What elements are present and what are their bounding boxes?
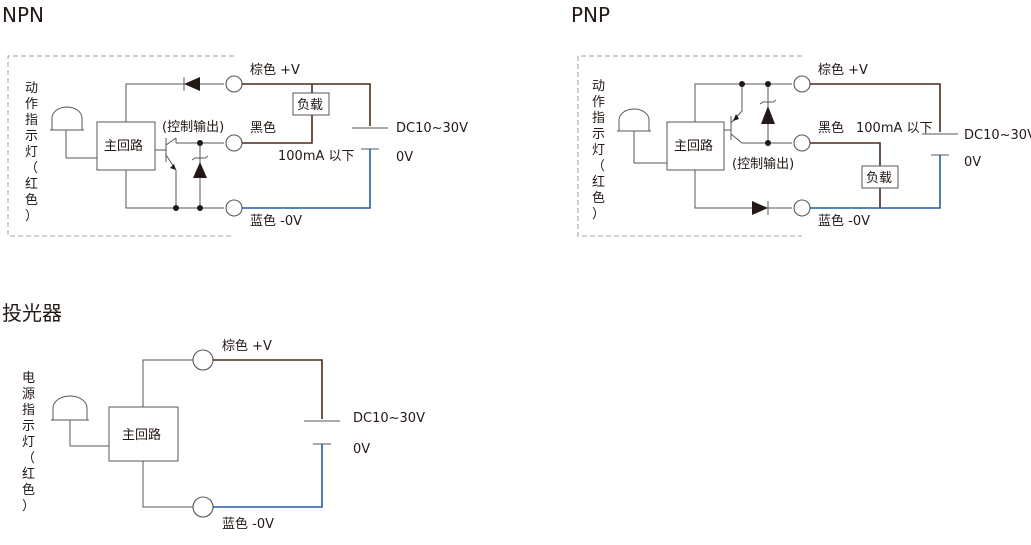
svg-text:示: 示 <box>592 127 605 142</box>
emitter-blue-wire <box>213 444 323 508</box>
emitter-brown-label: 棕色 +V <box>222 338 272 354</box>
npn-indicator-lamp-icon <box>50 106 97 159</box>
svg-text:）: ） <box>592 207 605 222</box>
svg-text:红: 红 <box>592 174 605 190</box>
pnp-housing-outline <box>577 55 802 237</box>
npn-dc-label: DC10~30V <box>396 121 468 136</box>
svg-text:示: 示 <box>25 129 38 144</box>
svg-text:电: 电 <box>22 371 35 386</box>
emitter-terminal-brown <box>192 349 214 371</box>
svg-text:作: 作 <box>592 95 605 110</box>
pnp-current-label: 100mA 以下 <box>856 121 933 136</box>
pnp-black-wire <box>810 142 881 208</box>
npn-diagram: NPN 动 作 指 示 灯 （ 红 色 ） 主回路 <box>2 3 468 237</box>
npn-brown-wire <box>242 83 371 126</box>
npn-load-box <box>292 92 330 116</box>
npn-blue-wire <box>242 149 371 209</box>
pnp-dc-label: DC10~30V <box>964 128 1031 143</box>
pnp-main-circuit-box <box>666 121 725 171</box>
npn-control-output-label: (控制输出) <box>162 119 224 135</box>
svg-text:灯: 灯 <box>22 435 35 450</box>
npn-blue-label: 蓝色 -0V <box>250 213 302 229</box>
pnp-title: PNP <box>571 3 610 27</box>
pnp-zener-icon <box>759 84 777 143</box>
svg-text:）: ） <box>25 209 38 224</box>
svg-text:）: ） <box>22 499 35 514</box>
emitter-terminal-blue <box>192 496 214 518</box>
pnp-terminal-blue <box>793 199 811 217</box>
npn-zero-label: 0V <box>396 150 413 165</box>
svg-text:动: 动 <box>592 79 605 94</box>
svg-text:（: （ <box>22 451 35 466</box>
svg-text:示: 示 <box>22 419 35 434</box>
emitter-main-circuit-box <box>108 406 179 462</box>
pnp-blue-wire <box>810 155 941 209</box>
pnp-indicator-label: 动 作 指 示 灯 （ 红 色 ） <box>592 79 605 222</box>
svg-text:（: （ <box>25 161 38 176</box>
svg-text:色: 色 <box>592 190 605 206</box>
emitter-indicator-lamp-icon <box>51 395 109 447</box>
pnp-brown-label: 棕色 +V <box>818 62 868 78</box>
emitter-title: 投光器 <box>2 301 62 325</box>
pnp-brown-wire <box>810 83 941 132</box>
svg-text:色: 色 <box>25 192 38 208</box>
npn-load-label: 负载 <box>297 98 323 113</box>
svg-text:动: 动 <box>25 81 38 96</box>
pnp-terminal-brown <box>793 75 811 93</box>
svg-text:红: 红 <box>25 176 38 192</box>
svg-text:指: 指 <box>22 403 35 418</box>
npn-black-wire <box>242 84 313 144</box>
pnp-load-box <box>861 165 899 189</box>
pnp-black-label: 黑色 <box>818 120 844 136</box>
pnp-transistor-icon <box>730 84 792 144</box>
npn-main-circuit-label: 主回路 <box>104 138 143 154</box>
pnp-main-circuit-label: 主回路 <box>674 138 713 154</box>
npn-terminal-brown <box>225 75 243 93</box>
npn-transistor-icon <box>165 137 200 208</box>
emitter-dc-label: DC10~30V <box>353 411 425 426</box>
pnp-blue-label: 蓝色 -0V <box>818 213 870 229</box>
emitter-diagram: 投光器 电 源 指 示 灯 （ 红 色 ） 主回路 棕色 +V DC <box>2 301 425 532</box>
svg-text:作: 作 <box>25 97 38 112</box>
npn-indicator-label: 动 作 指 示 灯 （ 红 色 ） <box>25 81 38 224</box>
svg-text:（: （ <box>592 159 605 174</box>
npn-current-label: 100mA 以下 <box>278 149 355 164</box>
emitter-brown-wire <box>213 359 323 419</box>
emitter-indicator-label: 电 源 指 示 灯 （ 红 色 ） <box>22 371 35 514</box>
pnp-terminal-black <box>793 134 811 152</box>
pnp-zero-label: 0V <box>964 155 981 170</box>
pnp-load-label: 负载 <box>866 171 892 186</box>
pnp-diagram: PNP 动 作 指 示 灯 （ 红 色 ） 主回路 <box>571 3 1031 237</box>
npn-zener-icon <box>191 143 209 208</box>
pnp-indicator-lamp-icon <box>617 108 667 164</box>
pnp-control-output-label: (控制输出) <box>732 156 794 172</box>
npn-brown-label: 棕色 +V <box>250 62 300 78</box>
svg-text:灯: 灯 <box>592 143 605 158</box>
npn-diode-wire <box>125 83 224 122</box>
npn-terminal-black <box>225 134 243 152</box>
emitter-zero-label: 0V <box>353 442 370 457</box>
svg-text:红: 红 <box>22 466 35 482</box>
emitter-main-circuit-label: 主回路 <box>122 427 161 443</box>
svg-text:色: 色 <box>22 482 35 498</box>
npn-black-label: 黑色 <box>250 120 276 136</box>
npn-title: NPN <box>2 3 44 27</box>
svg-text:灯: 灯 <box>25 145 38 160</box>
pnp-diode-icon <box>752 201 768 215</box>
npn-housing-outline <box>7 55 234 237</box>
svg-text:源: 源 <box>22 387 35 402</box>
emitter-blue-label: 蓝色 -0V <box>222 516 274 532</box>
npn-main-circuit-box <box>96 121 156 171</box>
svg-text:指: 指 <box>592 111 605 126</box>
npn-diode-icon <box>184 77 200 91</box>
svg-text:指: 指 <box>25 113 38 128</box>
npn-terminal-blue <box>225 199 243 217</box>
